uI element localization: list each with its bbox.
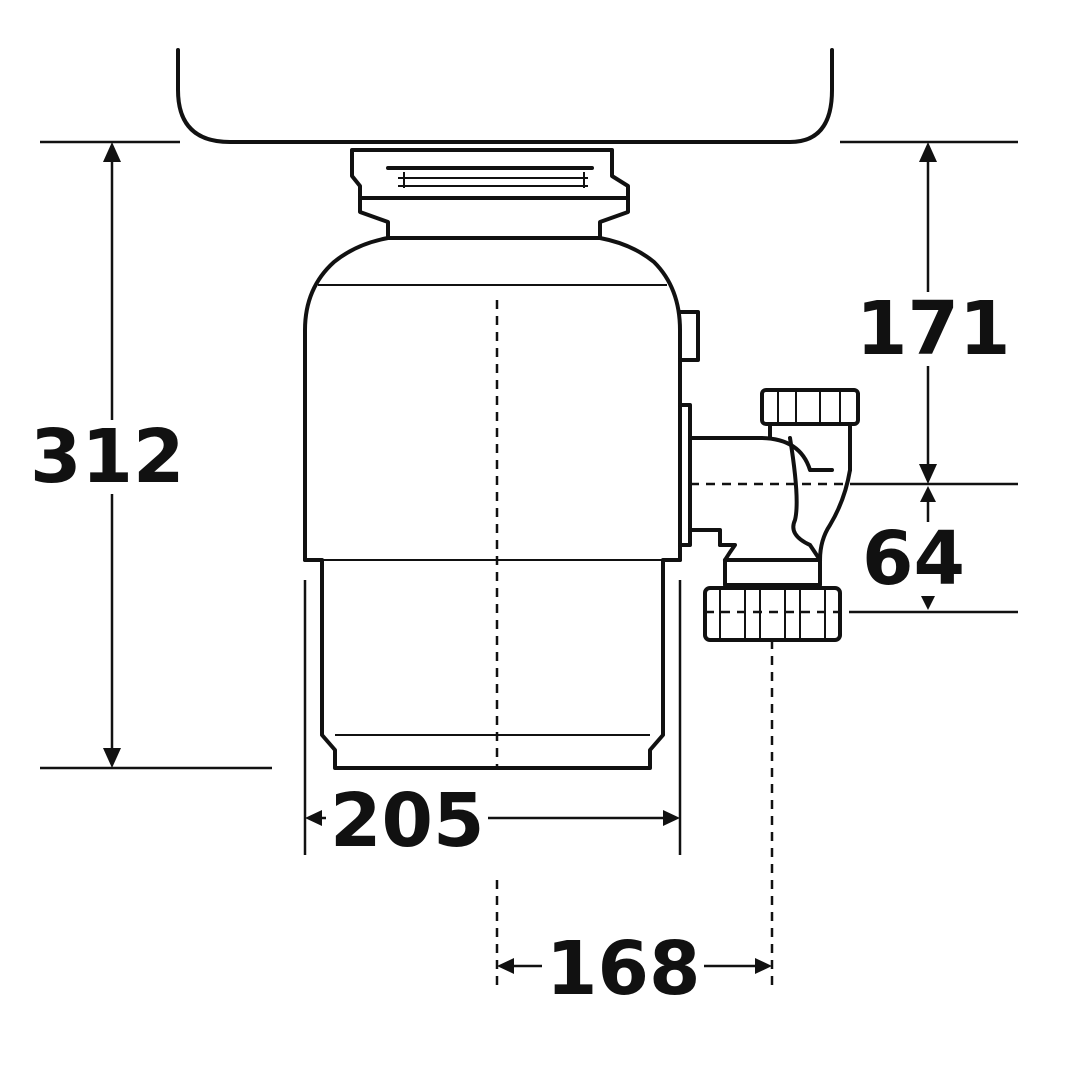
dimension-168-label: 168: [542, 932, 705, 1006]
waste-disposer-unit-icon: [303, 148, 700, 770]
sink-basin-icon: [176, 48, 834, 144]
extension-lines: [40, 140, 1018, 990]
dimension-64-label: 64: [858, 522, 969, 596]
dimension-312-label: 312: [26, 420, 189, 494]
outlet-pipe-icon: [688, 388, 860, 642]
dimension-171-label: 171: [852, 292, 1015, 366]
dimension-205-label: 205: [326, 784, 489, 858]
